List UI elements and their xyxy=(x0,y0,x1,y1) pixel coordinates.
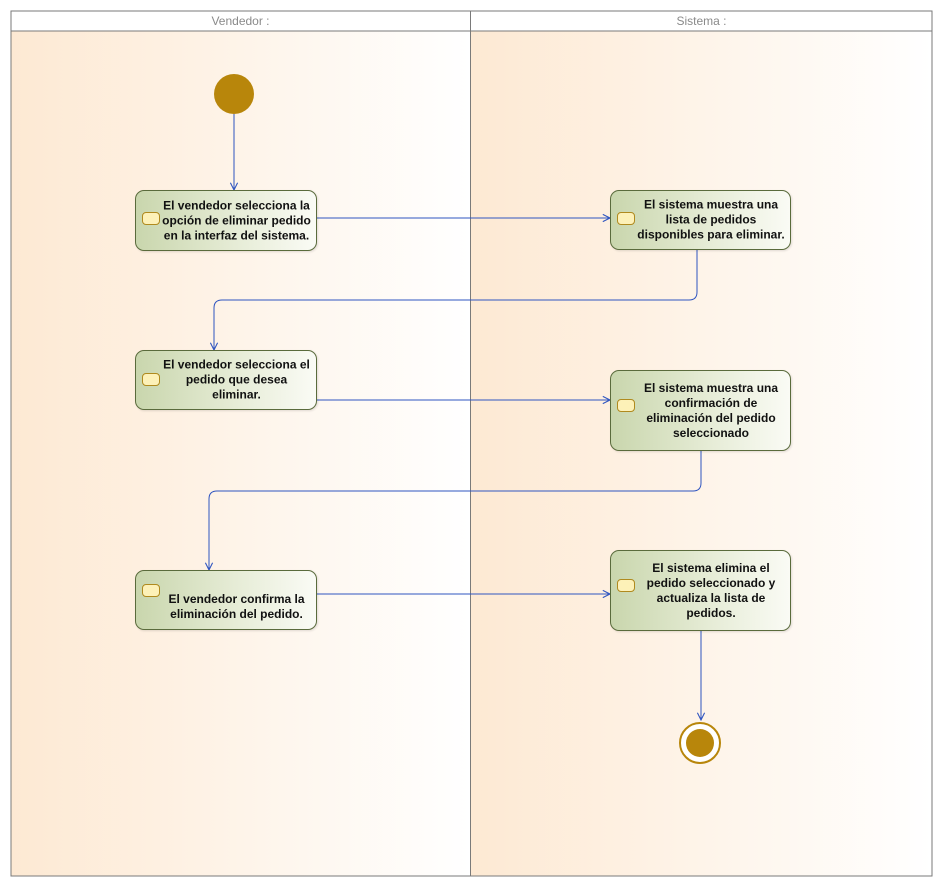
action-vendedor-selecciona-opcion[interactable]: El vendedor selecciona la opción de elim… xyxy=(135,190,317,251)
action-icon xyxy=(617,212,635,225)
final-node xyxy=(679,722,721,764)
action-label: El vendedor confirma la eliminación del … xyxy=(168,592,305,621)
action-label: El sistema elimina el pedido seleccionad… xyxy=(646,560,776,620)
lane-header-band xyxy=(11,11,932,31)
action-label: El vendedor selecciona la opción de elim… xyxy=(162,198,311,242)
action-sistema-elimina-pedido[interactable]: El sistema elimina el pedido seleccionad… xyxy=(610,550,791,631)
flow-s1-to-v2 xyxy=(214,250,698,350)
lane-vendedor-bg xyxy=(11,31,470,876)
action-sistema-muestra-confirmacion[interactable]: El sistema muestra una confirmación de e… xyxy=(610,370,791,451)
action-vendedor-confirma[interactable]: El vendedor confirma la eliminación del … xyxy=(135,570,317,630)
action-vendedor-selecciona-pedido[interactable]: El vendedor selecciona el pedido que des… xyxy=(135,350,317,410)
initial-node xyxy=(214,74,254,114)
action-label: El sistema muestra una confirmación de e… xyxy=(643,380,779,440)
action-icon xyxy=(142,584,160,597)
action-icon xyxy=(142,212,160,225)
action-sistema-muestra-lista[interactable]: El sistema muestra una lista de pedidos … xyxy=(610,190,791,250)
action-label: El sistema muestra una lista de pedidos … xyxy=(637,197,785,242)
action-icon xyxy=(617,579,635,592)
swimlane-frame xyxy=(10,10,933,877)
action-icon xyxy=(617,399,635,412)
action-icon xyxy=(142,373,160,386)
lane-header-sistema: Sistema : xyxy=(676,14,727,28)
lane-header-vendedor: Vendedor : xyxy=(211,14,270,28)
flow-s2-to-v3 xyxy=(209,451,702,570)
action-label: El vendedor selecciona el pedido que des… xyxy=(163,357,310,402)
